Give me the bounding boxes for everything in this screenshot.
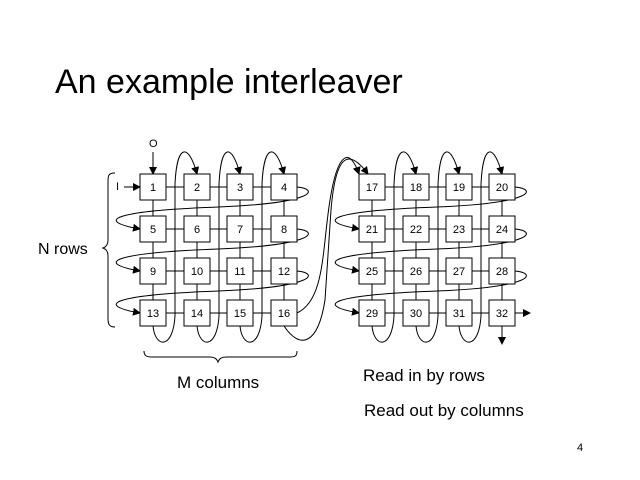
memory-cell xyxy=(139,299,167,327)
cell-value: 25 xyxy=(366,266,378,278)
memory-cell xyxy=(445,299,473,327)
cell-value: 6 xyxy=(194,224,200,236)
cell-value: 30 xyxy=(410,308,422,320)
cell-value: 24 xyxy=(496,224,508,236)
column-wrap-arrow xyxy=(196,151,243,343)
cell-value: 26 xyxy=(410,266,422,278)
memory-cell xyxy=(139,173,167,201)
row-wrap-arrow xyxy=(115,270,309,316)
memory-cell xyxy=(183,215,211,243)
cell-value: 10 xyxy=(191,266,203,278)
cell-value: 29 xyxy=(366,308,378,320)
cell-value: 3 xyxy=(237,182,243,194)
memory-cell xyxy=(488,257,516,285)
read-out-label: Read out by columns xyxy=(364,401,524,420)
cell-value: 1 xyxy=(150,182,156,194)
m-columns-label: M columns xyxy=(177,373,260,392)
memory-cell xyxy=(445,173,473,201)
memory-cell xyxy=(358,215,386,243)
memory-cell xyxy=(445,215,473,243)
cell-value: 28 xyxy=(496,266,508,278)
read-in-label: Read in by rows xyxy=(363,366,485,385)
memory-cell xyxy=(488,173,516,201)
cell-value: 8 xyxy=(281,224,287,236)
cell-value: 13 xyxy=(147,308,159,320)
memory-cell xyxy=(226,299,254,327)
page-number: 4 xyxy=(577,442,584,454)
cell-value: 23 xyxy=(453,224,465,236)
memory-cell xyxy=(402,215,430,243)
cell-value: 31 xyxy=(453,308,465,320)
columns-brace xyxy=(143,350,298,364)
rows-brace xyxy=(101,172,116,328)
cell-value: 27 xyxy=(453,266,465,278)
column-wrap-arrow xyxy=(152,151,200,343)
memory-cell xyxy=(402,299,430,327)
memory-cell xyxy=(358,257,386,285)
row-wrap-arrow xyxy=(115,228,309,274)
cell-value: 20 xyxy=(496,182,508,194)
cell-value: 18 xyxy=(410,182,422,194)
cell-value: 15 xyxy=(234,308,246,320)
column-wrap-arrow xyxy=(458,151,505,343)
block-transfer-column-arrow xyxy=(283,158,369,341)
slide-title: An example interleaver xyxy=(55,63,403,101)
memory-cell xyxy=(358,173,386,201)
memory-cell xyxy=(270,173,298,201)
memory-cell xyxy=(226,173,254,201)
n-rows-label: N rows xyxy=(38,241,88,258)
memory-cell xyxy=(139,215,167,243)
memory-cell xyxy=(183,257,211,285)
column-wrap-arrow xyxy=(415,151,462,343)
row-wrap-arrow xyxy=(334,186,527,232)
cell-value: 7 xyxy=(237,224,243,236)
cell-value: 12 xyxy=(278,266,290,278)
memory-cell xyxy=(139,257,167,285)
memory-cell xyxy=(402,173,430,201)
row-wrap-arrow xyxy=(115,186,309,232)
cell-value: 16 xyxy=(278,308,290,320)
memory-cell xyxy=(270,299,298,327)
cell-value: 9 xyxy=(150,266,156,278)
cell-value: 5 xyxy=(150,224,156,236)
column-wrap-arrow xyxy=(371,151,419,343)
memory-cell xyxy=(183,173,211,201)
cell-value: 2 xyxy=(194,182,200,194)
memory-cell xyxy=(226,215,254,243)
row-wrap-arrow xyxy=(334,270,527,316)
memory-cell xyxy=(445,257,473,285)
cell-value: 22 xyxy=(410,224,422,236)
cell-value: 11 xyxy=(234,266,245,278)
cell-value: 14 xyxy=(191,308,203,320)
input-label: I xyxy=(116,181,120,193)
block-transfer-row-arrow xyxy=(296,157,361,314)
memory-cell xyxy=(183,299,211,327)
memory-cell xyxy=(488,299,516,327)
memory-cell xyxy=(358,299,386,327)
cell-value: 4 xyxy=(281,182,287,194)
column-wrap-arrow xyxy=(239,151,287,343)
cell-value: 32 xyxy=(496,308,508,320)
memory-cell xyxy=(270,215,298,243)
row-wrap-arrow xyxy=(334,228,527,274)
memory-cell xyxy=(402,257,430,285)
memory-cell xyxy=(226,257,254,285)
memory-cell xyxy=(488,215,516,243)
cell-value: 21 xyxy=(366,224,378,236)
output-label: O xyxy=(149,138,158,150)
memory-cell xyxy=(270,257,298,285)
cell-value: 17 xyxy=(366,182,378,194)
cell-value: 19 xyxy=(453,182,465,194)
